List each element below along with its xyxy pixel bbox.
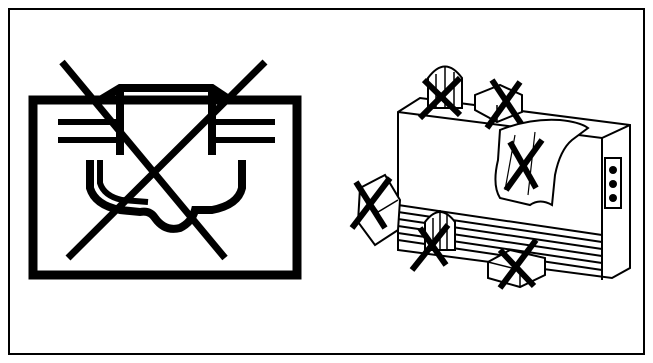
control-knob-2 (609, 180, 617, 188)
cloth-draped-icon (494, 118, 590, 207)
cross-line-2 (65, 59, 268, 261)
bird-cage-on-top-icon (417, 65, 463, 121)
box-on-left-icon (349, 173, 402, 247)
cross-line-1 (59, 59, 228, 261)
do-not-cover-heater-icon (28, 59, 302, 280)
control-knob-3 (609, 194, 617, 202)
bird-cage-front-icon (409, 210, 456, 272)
icon-outer-frame (28, 95, 302, 280)
cover-top (97, 84, 233, 104)
control-knob-1 (609, 166, 617, 174)
box-front-icon (487, 238, 546, 290)
box-on-top-icon (474, 78, 525, 130)
heater-with-objects-illustration (349, 65, 631, 290)
